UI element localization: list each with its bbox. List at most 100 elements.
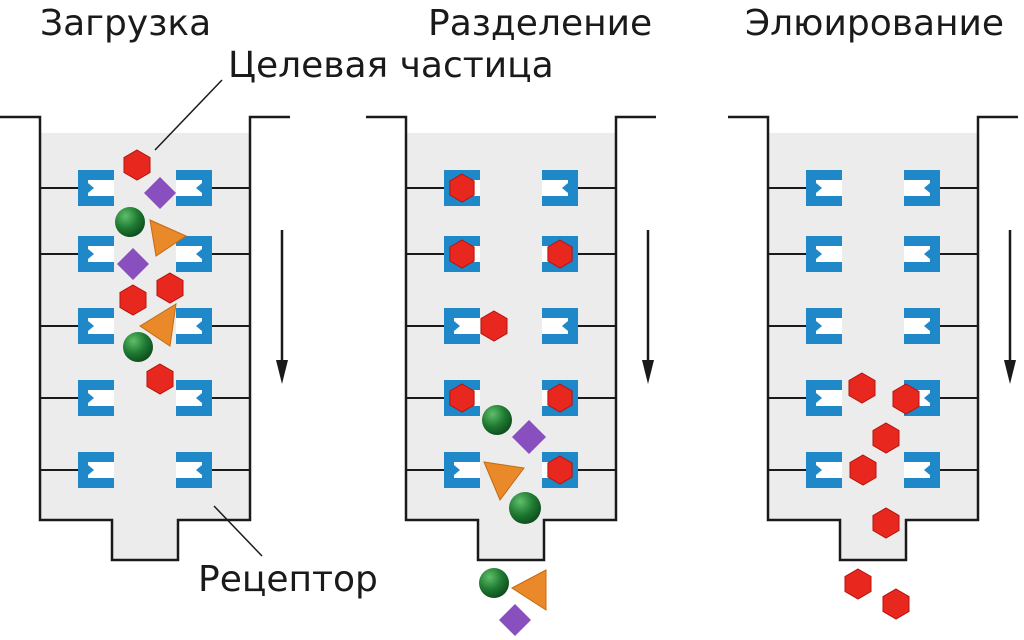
- receptor-tooth: [88, 249, 94, 259]
- receptor-pocket: [454, 462, 480, 478]
- triangle-particle-icon: [483, 461, 525, 501]
- receptor-tooth: [816, 183, 822, 193]
- flow-arrow-icon: [642, 360, 654, 384]
- sphere-particle-icon: [479, 568, 509, 598]
- column-outline: [0, 115, 290, 562]
- receptor-pocket: [904, 462, 930, 478]
- receptor-pocket-icon: [444, 452, 480, 488]
- label-receptor: Рецептор: [198, 559, 378, 600]
- hexagon-target-particle-icon: [156, 272, 184, 304]
- receptor-pocket: [88, 318, 114, 334]
- sphere-particle-icon: [482, 405, 512, 435]
- title-separation: Разделение: [428, 3, 653, 44]
- receptor-pocket: [904, 318, 930, 334]
- diamond-particle-icon: [499, 604, 531, 636]
- receptor-pocket: [176, 246, 202, 262]
- receptor-pocket-icon: [904, 170, 940, 206]
- sphere-particle-icon: [115, 207, 145, 237]
- receptor-pocket-icon: [78, 170, 114, 206]
- receptor-pocket-icon: [176, 452, 212, 488]
- receptor-pocket: [88, 180, 114, 196]
- receptor-tooth: [88, 393, 94, 403]
- receptor-pocket: [816, 390, 842, 406]
- hexagon-target-particle-icon: [849, 454, 877, 486]
- receptor-tooth: [196, 249, 202, 259]
- column-fill: [768, 133, 978, 560]
- receptor-pocket-icon: [78, 380, 114, 416]
- diamond-particle-icon: [512, 420, 546, 454]
- diamond-particle-icon: [117, 248, 149, 280]
- receptor-pocket-icon: [904, 236, 940, 272]
- bound-target-particle-icon: [449, 239, 475, 269]
- receptor-pocket: [176, 318, 202, 334]
- receptor-pocket-icon: [806, 170, 842, 206]
- receptor-tooth: [924, 249, 930, 259]
- receptor-tooth: [816, 249, 822, 259]
- receptor-pocket-icon: [904, 452, 940, 488]
- receptor-pocket: [542, 180, 568, 196]
- receptor-tooth: [816, 465, 822, 475]
- hexagon-target-particle-icon: [872, 507, 900, 539]
- receptor-pocket: [816, 318, 842, 334]
- receptor-tooth: [88, 183, 94, 193]
- bound-target-particle-icon: [547, 455, 573, 485]
- receptor-tooth: [454, 465, 460, 475]
- receptor-pocket-icon: [176, 170, 212, 206]
- receptor-pocket: [816, 462, 842, 478]
- receptor-tooth: [924, 321, 930, 331]
- hexagon-target-particle-icon: [146, 363, 174, 395]
- sphere-particle-icon: [509, 492, 541, 524]
- receptor-pocket: [542, 318, 568, 334]
- receptor-tooth: [196, 183, 202, 193]
- hexagon-target-particle-icon: [119, 284, 147, 316]
- hexagon-target-particle-icon: [123, 149, 151, 181]
- bound-target-particle-icon: [547, 239, 573, 269]
- hexagon-target-particle-icon: [848, 372, 876, 404]
- hexagon-target-particle-icon: [892, 383, 920, 415]
- bound-target-particle-icon: [449, 383, 475, 413]
- receptor-pocket-icon: [806, 236, 842, 272]
- sphere-particle-icon: [123, 332, 153, 362]
- receptor-tooth: [196, 321, 202, 331]
- receptor-tooth: [562, 183, 568, 193]
- receptor-pocket: [88, 390, 114, 406]
- flow-arrow-icon: [276, 360, 288, 384]
- receptor-pocket-icon: [176, 380, 212, 416]
- receptor-tooth: [924, 393, 930, 403]
- receptor-pocket: [816, 180, 842, 196]
- diamond-particle-icon: [144, 177, 176, 209]
- receptor-pocket-icon: [806, 308, 842, 344]
- hexagon-target-particle-icon: [480, 310, 508, 342]
- receptor-pocket-icon: [904, 308, 940, 344]
- receptor-pocket-icon: [806, 380, 842, 416]
- receptor-pocket: [176, 462, 202, 478]
- receptor-pocket-icon: [78, 452, 114, 488]
- target-pointer-line: [154, 79, 223, 151]
- receptor-pocket: [88, 462, 114, 478]
- hexagon-target-particle-icon: [844, 568, 872, 600]
- receptor-tooth: [816, 393, 822, 403]
- receptor-pocket: [176, 390, 202, 406]
- receptor-pointer-line: [213, 505, 263, 557]
- title-loading: Загрузка: [40, 3, 212, 44]
- triangle-particle-icon: [139, 303, 177, 347]
- triangle-particle-icon: [511, 569, 547, 611]
- title-elution: Элюирование: [745, 3, 1005, 44]
- hexagon-target-particle-icon: [882, 588, 910, 620]
- receptor-tooth: [454, 321, 460, 331]
- receptor-pocket: [816, 246, 842, 262]
- receptor-pocket-icon: [542, 170, 578, 206]
- receptor-pocket-icon: [176, 308, 212, 344]
- receptor-tooth: [562, 321, 568, 331]
- receptor-tooth: [88, 321, 94, 331]
- flow-arrow-icon: [1004, 360, 1016, 384]
- receptor-pocket: [88, 246, 114, 262]
- receptor-tooth: [924, 465, 930, 475]
- receptor-tooth: [196, 393, 202, 403]
- bound-target-particle-icon: [449, 173, 475, 203]
- receptor-pocket-icon: [444, 308, 480, 344]
- receptor-pocket: [176, 180, 202, 196]
- bound-target-particle-icon: [547, 383, 573, 413]
- triangle-particle-icon: [149, 219, 188, 257]
- receptor-pocket-icon: [78, 308, 114, 344]
